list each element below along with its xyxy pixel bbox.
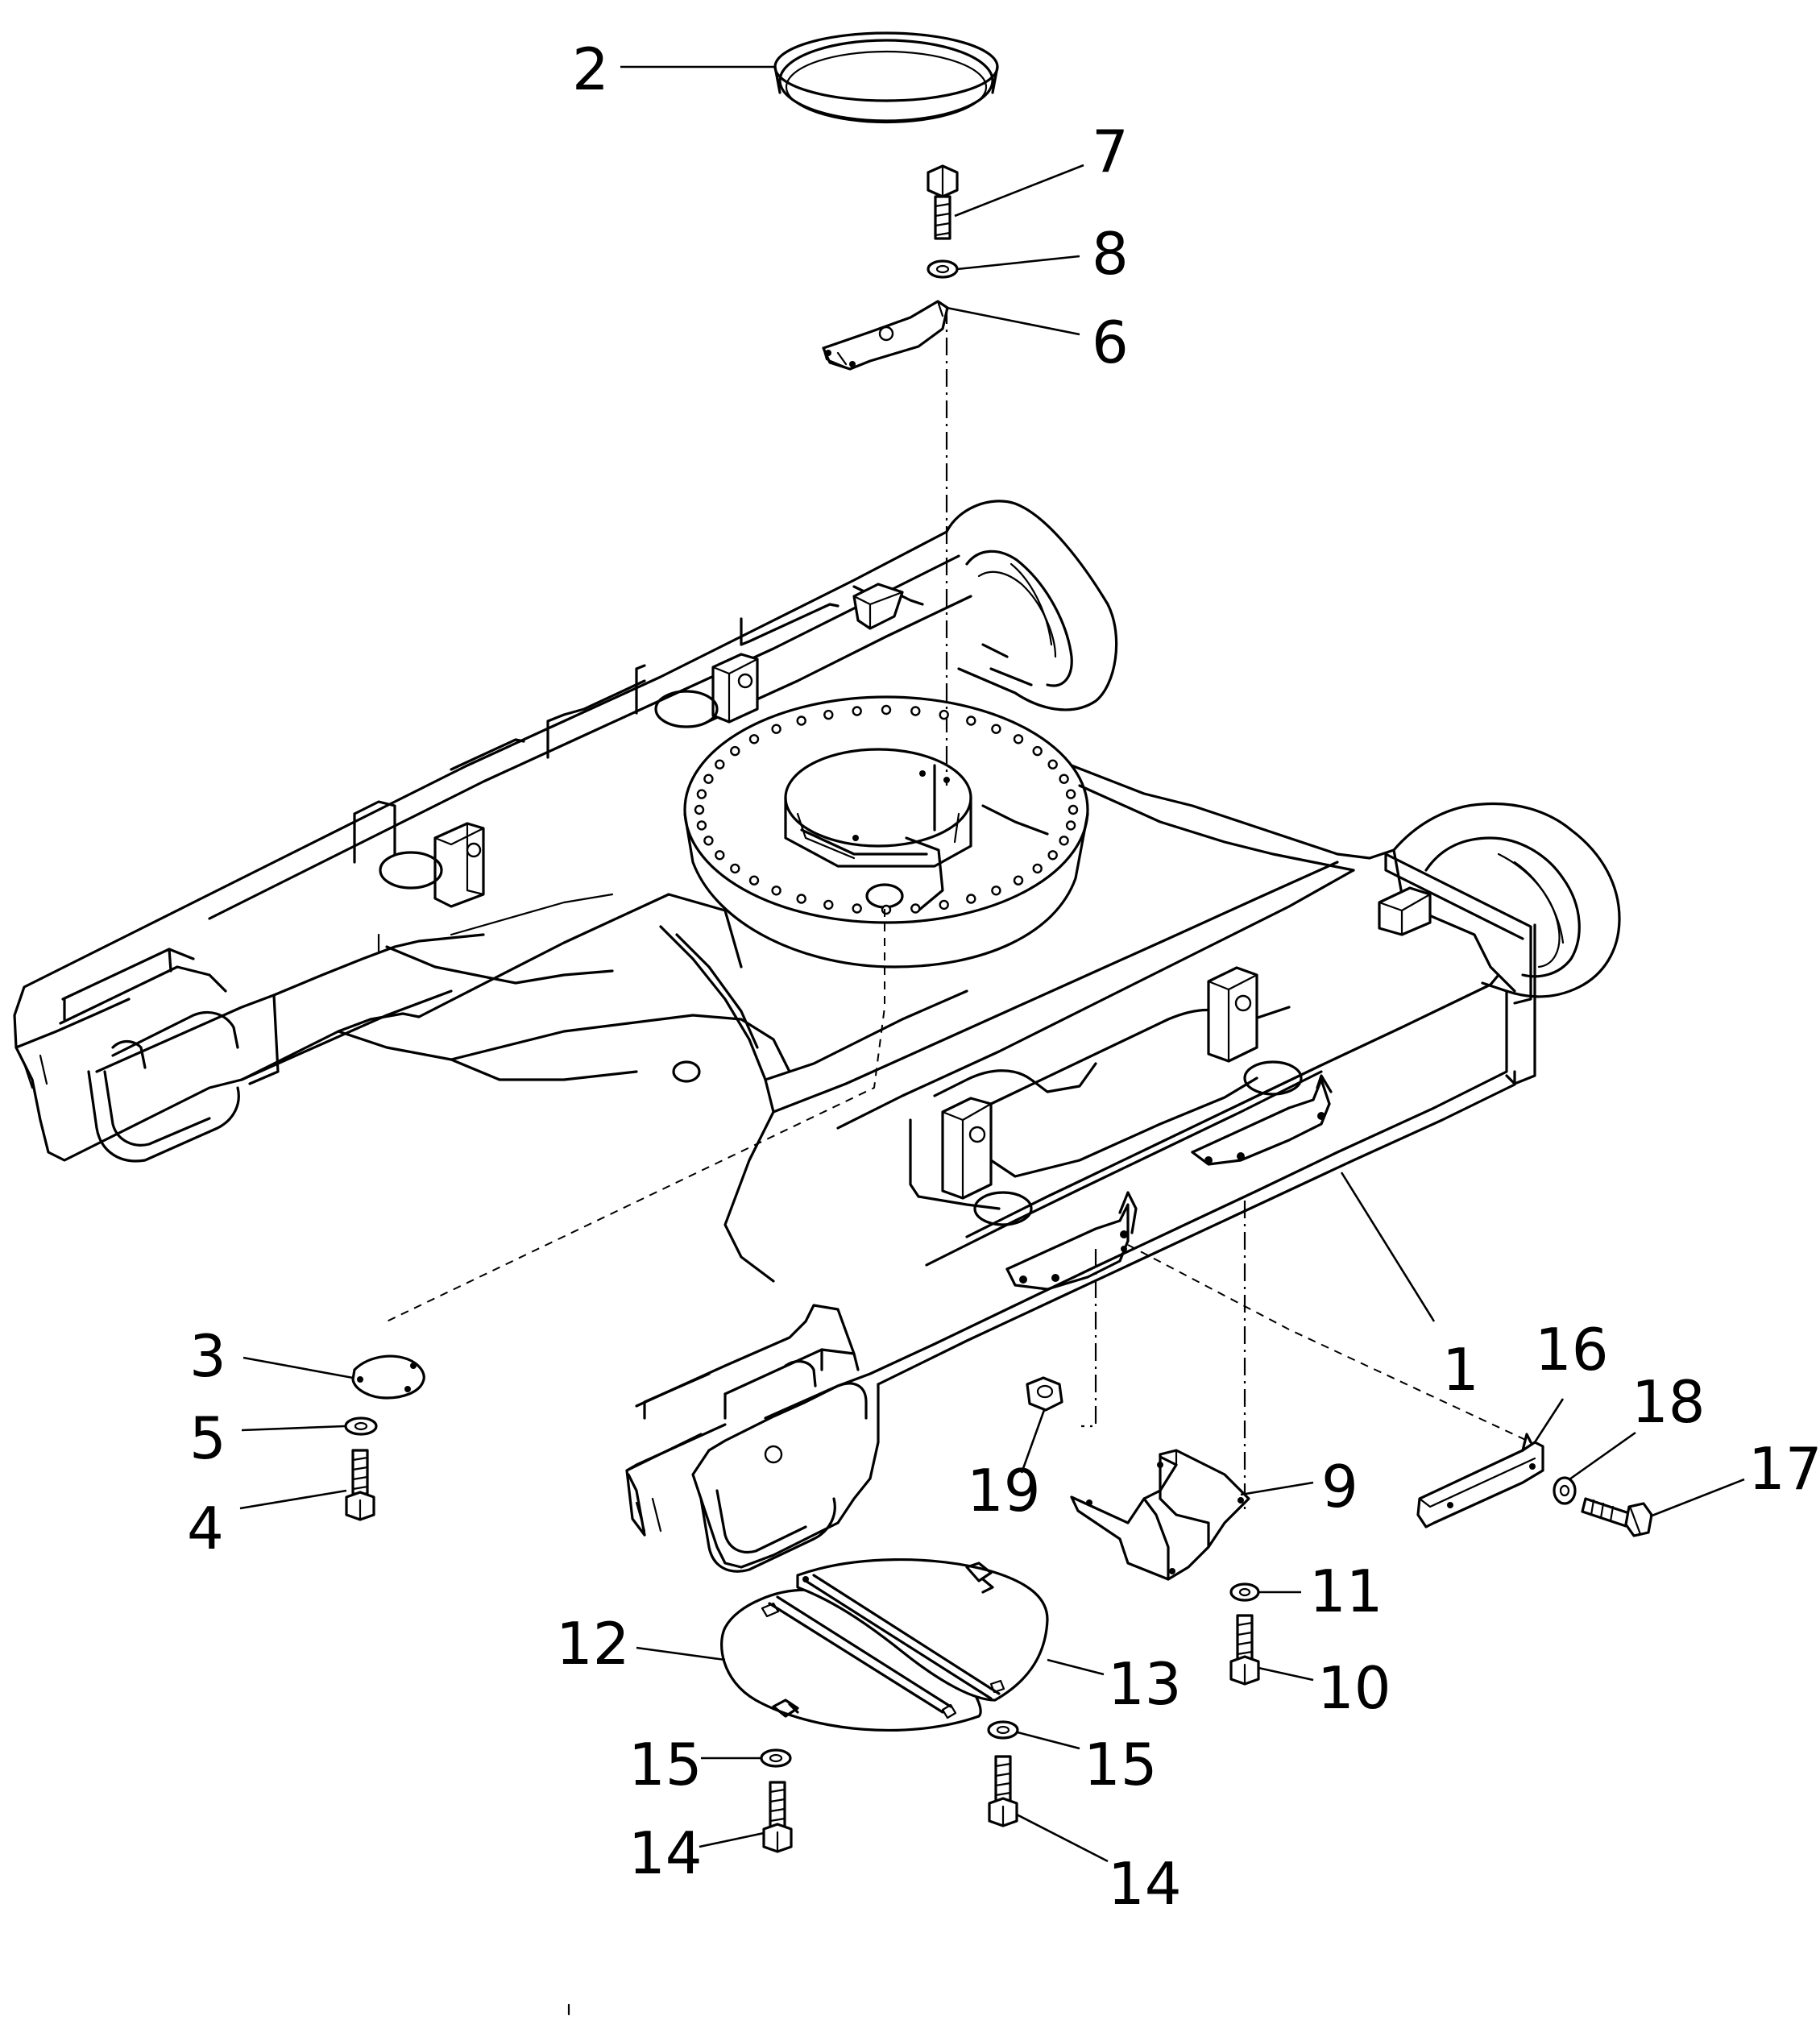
bolt-hole	[730, 863, 740, 874]
bolt-hole	[1065, 789, 1076, 799]
bolt-part-10	[1229, 1614, 1260, 1686]
cover-plate-part-3	[351, 1354, 425, 1400]
bolt-hole	[910, 903, 921, 914]
washer-part-15a	[760, 1748, 792, 1768]
bolt-hole	[1068, 804, 1079, 815]
bolt-hole	[748, 734, 760, 745]
bolt-hole	[771, 886, 781, 896]
bolt-hole	[715, 759, 725, 769]
callout-19: 19	[967, 1457, 1041, 1524]
leader-lines	[239, 65, 1745, 1863]
bolt-part-17	[1581, 1497, 1653, 1537]
bolt-hole	[696, 789, 707, 799]
bolt-hole	[1032, 863, 1043, 874]
washer-part-5	[344, 1416, 378, 1436]
callout-15b: 15	[1084, 1731, 1158, 1798]
callout-10: 10	[1317, 1654, 1391, 1722]
bolt-hole	[715, 850, 725, 861]
bolt-hole	[771, 724, 781, 734]
washer-part-8	[927, 259, 959, 279]
bolt-hole	[1059, 774, 1069, 784]
bolt-hole	[823, 899, 834, 910]
callout-14b: 14	[1108, 1850, 1182, 1918]
bolt-hole	[852, 903, 862, 914]
washer-part-15b	[987, 1720, 1019, 1740]
callout-1: 1	[1442, 1336, 1479, 1404]
bolt-hole	[1013, 734, 1024, 745]
callout-9: 9	[1321, 1453, 1358, 1520]
callout-labels: 2 7 8 6 1 3 5 4 19 9 11 10 12 13 15 15 1…	[187, 35, 1820, 1918]
callout-6: 6	[1092, 309, 1129, 376]
callout-11: 11	[1309, 1558, 1383, 1625]
bolt-hole	[966, 894, 976, 904]
track-frame-part-1	[13, 500, 1621, 1573]
bolt-hole	[991, 886, 1001, 896]
callout-8: 8	[1092, 220, 1129, 288]
bolt-part-4	[345, 1449, 375, 1521]
bolt-hole	[1047, 759, 1058, 769]
callout-16: 16	[1535, 1316, 1609, 1383]
bolt-hole	[1059, 836, 1069, 846]
callout-17: 17	[1748, 1435, 1820, 1503]
bolt-hole	[748, 875, 760, 886]
bolt-hole	[703, 774, 714, 784]
bolt-hole	[703, 836, 714, 846]
callout-18: 18	[1631, 1368, 1706, 1436]
bolt-hole	[852, 706, 862, 716]
bolt-hole	[796, 716, 806, 726]
callout-3: 3	[189, 1322, 226, 1390]
bolt-hole	[881, 904, 892, 915]
washer-part-11	[1229, 1582, 1260, 1602]
callout-13: 13	[1108, 1650, 1182, 1718]
bracket-part-6	[822, 300, 949, 371]
bolt-hole	[881, 704, 892, 716]
bolt-part-14b	[988, 1755, 1018, 1827]
bolt-hole	[730, 745, 740, 757]
bolt-hole	[966, 716, 976, 726]
callout-5: 5	[189, 1404, 226, 1472]
callout-14a: 14	[628, 1819, 703, 1887]
guard-bracket-part-9	[1070, 1449, 1250, 1581]
bolt-hole	[696, 820, 707, 831]
callout-15a: 15	[628, 1731, 703, 1798]
bolt-hole	[1032, 745, 1043, 757]
bolt-hole	[1065, 820, 1076, 831]
bolt-hole	[694, 804, 705, 815]
callout-7: 7	[1092, 118, 1129, 185]
bolt-part-14a	[762, 1781, 793, 1853]
bolt-hole	[939, 709, 949, 720]
swing-circle-bolt-holes	[694, 704, 1079, 915]
callout-12: 12	[556, 1610, 630, 1678]
washer-part-18	[1553, 1476, 1577, 1505]
swing-circle	[683, 695, 1089, 969]
bolt-hole	[939, 899, 949, 910]
bolt-hole	[991, 724, 1001, 734]
callout-4: 4	[187, 1495, 224, 1562]
callout-2: 2	[572, 35, 609, 103]
bolt-part-7	[927, 164, 959, 240]
nut-part-19	[1026, 1376, 1063, 1412]
bolt-hole	[823, 709, 834, 720]
bolt-hole	[910, 706, 921, 716]
bolt-hole	[1047, 850, 1058, 861]
cover-part-16	[1416, 1433, 1544, 1528]
bolt-hole	[796, 894, 806, 904]
bolt-hole	[1013, 875, 1024, 886]
under-cover-part-13	[796, 1558, 1049, 1702]
seal-ring-part	[773, 31, 999, 124]
